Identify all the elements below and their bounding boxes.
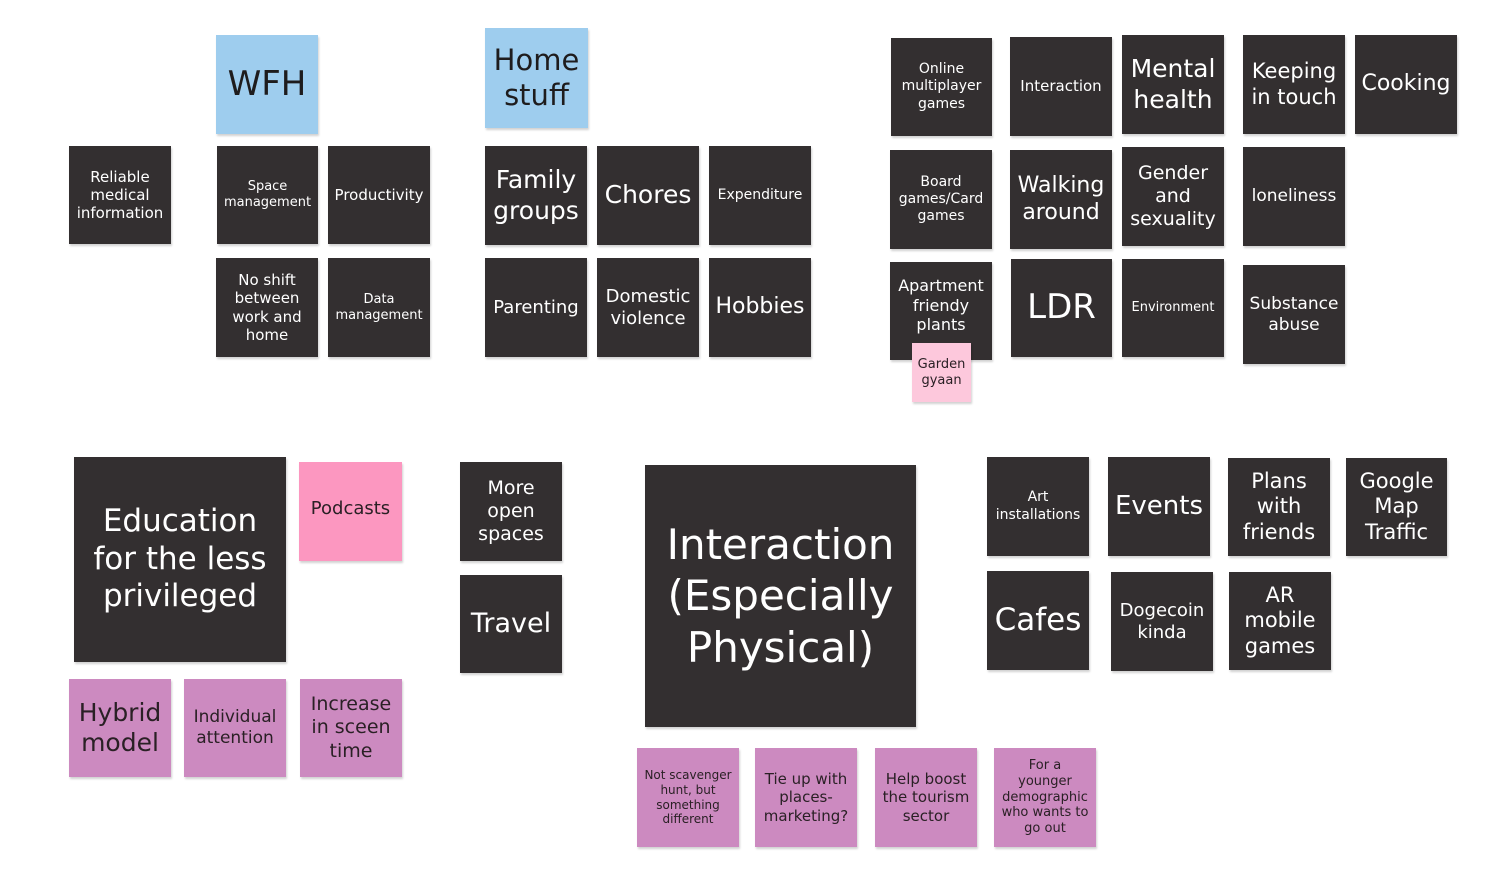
sticky-note[interactable]: Reliable medical information <box>69 146 171 244</box>
sticky-note[interactable]: Art installations <box>987 457 1089 556</box>
sticky-note[interactable]: Plans with friends <box>1228 458 1330 556</box>
sticky-note[interactable]: Google Map Traffic <box>1346 458 1447 556</box>
sticky-note[interactable]: More open spaces <box>460 462 562 561</box>
sticky-note[interactable]: Chores <box>597 146 699 245</box>
sticky-note[interactable]: Keeping in touch <box>1243 35 1345 134</box>
sticky-note[interactable]: Podcasts <box>299 462 402 561</box>
sticky-note[interactable]: Cooking <box>1355 35 1457 134</box>
sticky-note[interactable]: Travel <box>460 575 562 673</box>
sticky-note[interactable]: Domestic violence <box>597 258 699 357</box>
sticky-note[interactable]: Productivity <box>328 146 430 244</box>
sticky-note-home-header[interactable]: Home stuff <box>485 28 588 128</box>
sticky-note[interactable]: Parenting <box>485 258 587 357</box>
sticky-note[interactable]: loneliness <box>1243 147 1345 246</box>
sticky-note[interactable]: Online multiplayer games <box>891 38 992 136</box>
sticky-note[interactable]: Space management <box>217 146 318 244</box>
sticky-note-wfh-header[interactable]: WFH <box>216 35 318 134</box>
sticky-note[interactable]: Board games/Card games <box>890 150 992 249</box>
sticky-note[interactable]: Individual attention <box>184 679 286 777</box>
sticky-note[interactable]: Tie up with places- marketing? <box>755 748 857 847</box>
sticky-note[interactable]: Increase in sceen time <box>300 679 402 777</box>
sticky-note[interactable]: Substance abuse <box>1243 265 1345 364</box>
sticky-note[interactable]: Dogecoin kinda <box>1111 572 1213 671</box>
sticky-note[interactable]: Gender and sexuality <box>1122 147 1224 246</box>
sticky-note[interactable]: Environment <box>1122 259 1224 357</box>
sticky-note[interactable]: Help boost the tourism sector <box>875 748 977 847</box>
sticky-note[interactable]: No shift between work and home <box>216 258 318 357</box>
sticky-note[interactable]: AR mobile games <box>1229 572 1331 670</box>
sticky-note[interactable]: Events <box>1108 457 1210 556</box>
sticky-note[interactable]: Cafes <box>987 571 1089 670</box>
sticky-note[interactable]: Walking around <box>1010 150 1112 249</box>
sticky-note[interactable]: For a younger demographic who wants to g… <box>994 748 1096 847</box>
sticky-note[interactable]: Mental health <box>1122 35 1224 134</box>
sticky-note-garden-gyaan[interactable]: Garden gyaan <box>912 343 971 402</box>
sticky-note[interactable]: Family groups <box>485 146 587 245</box>
sticky-note[interactable]: Hybrid model <box>69 679 171 777</box>
sticky-note-education-main[interactable]: Education for the less privileged <box>74 457 286 662</box>
sticky-note[interactable]: LDR <box>1011 259 1112 357</box>
sticky-note[interactable]: Interaction <box>1010 37 1112 136</box>
sticky-note[interactable]: Hobbies <box>709 258 811 357</box>
sticky-note[interactable]: Expenditure <box>709 146 811 245</box>
sticky-note[interactable]: Data management <box>328 258 430 357</box>
sticky-note[interactable]: Not scavenger hunt, but something differ… <box>637 748 739 847</box>
sticky-note-interaction-main[interactable]: Interaction (Especially Physical) <box>645 465 916 727</box>
